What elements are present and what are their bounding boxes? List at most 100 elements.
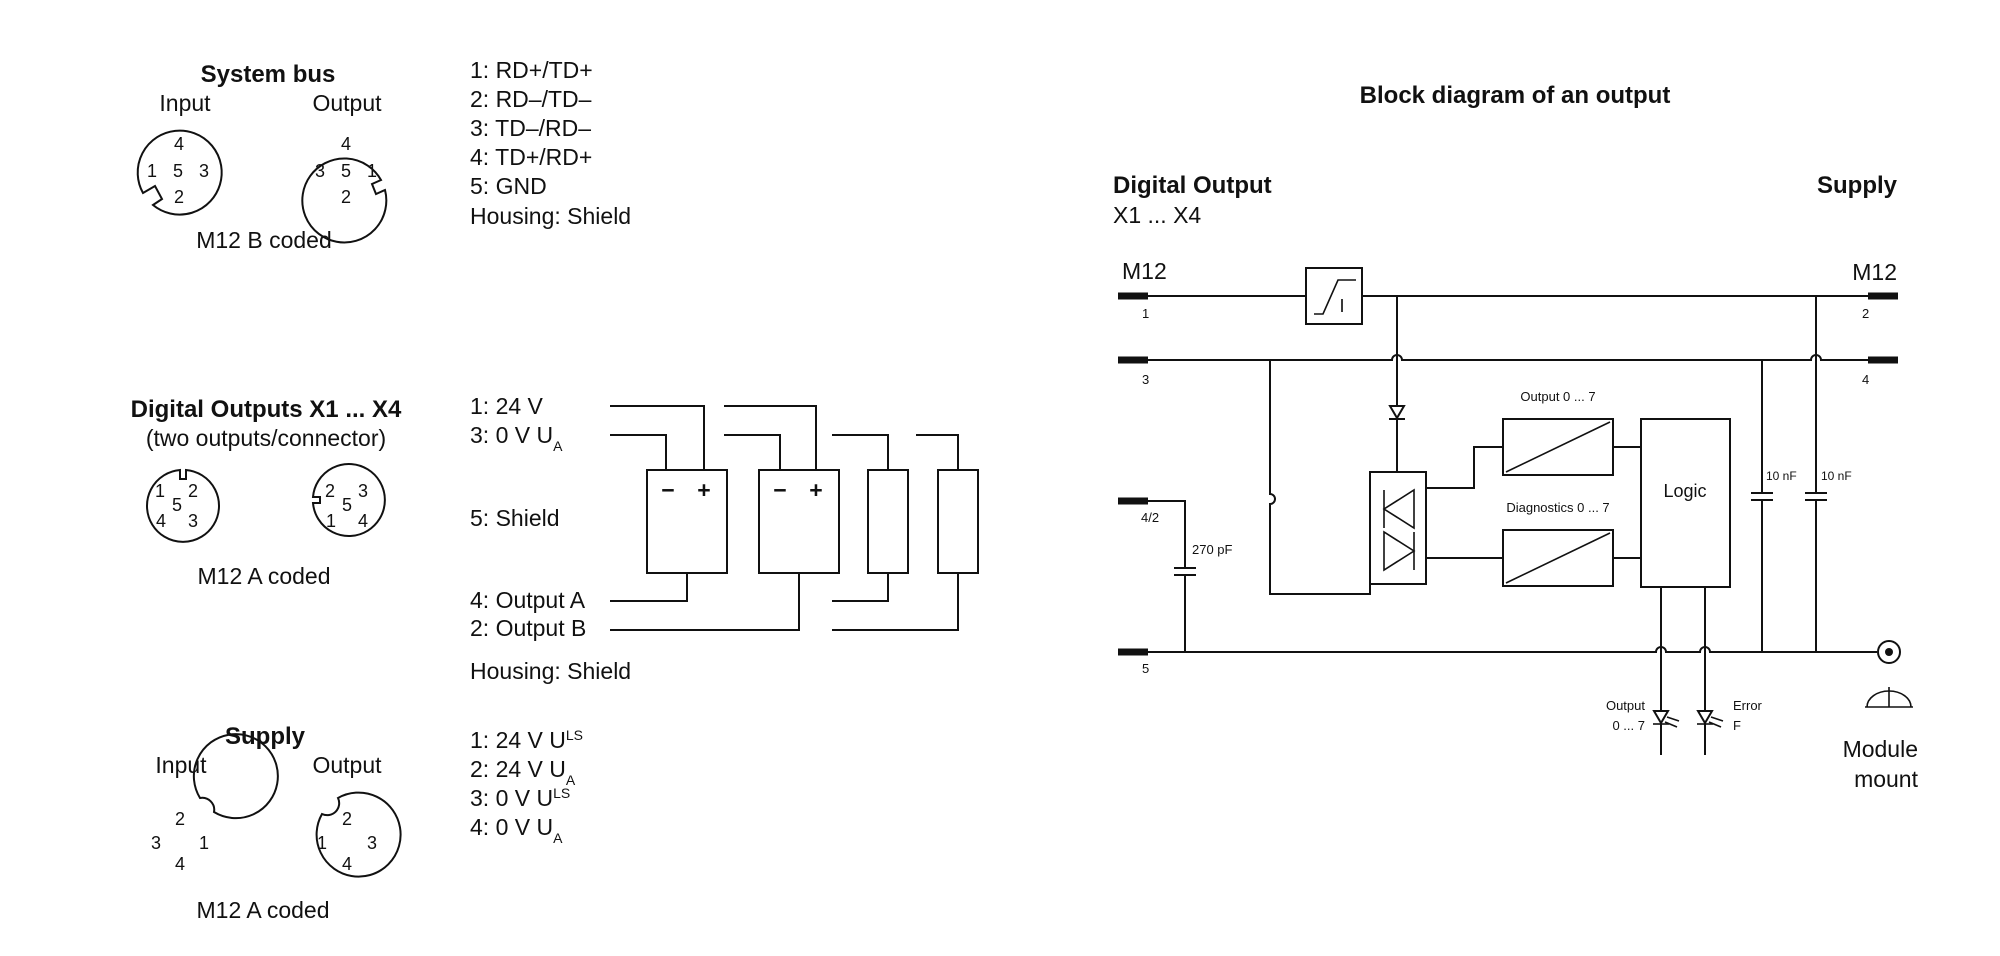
diagnostics-converter-label: Diagnostics 0 ... 7 xyxy=(1506,500,1609,515)
terminal-3-label: 3 xyxy=(1142,372,1149,387)
current-limiter-icon xyxy=(1314,279,1356,315)
cap-270-label: 270 pF xyxy=(1192,542,1233,557)
connector-outline xyxy=(146,468,220,543)
system-bus-input-connector: 4 1 5 3 2 xyxy=(136,129,223,216)
pin-label: 1 xyxy=(199,833,209,853)
current-limiter-symbol: I xyxy=(1339,296,1344,316)
line-3-return xyxy=(1269,360,1371,595)
system-bus-title: System bus xyxy=(201,61,336,88)
diode-icon xyxy=(1388,405,1406,420)
supply-output-label: Output xyxy=(312,752,382,778)
pin-2-label: 2: Output B xyxy=(470,615,586,641)
logic-box xyxy=(1640,418,1731,588)
pinout-line: 4: TD+/RD+ xyxy=(470,144,592,170)
wire-extra-1 xyxy=(832,434,889,470)
led-error-label-2: F xyxy=(1733,718,1741,733)
pin-label: 1 xyxy=(155,481,165,501)
pin-label: 4 xyxy=(341,134,351,154)
digital-outputs-right-connector: 2 3 5 1 4 xyxy=(311,463,386,537)
wire-extra-4 xyxy=(832,573,959,631)
digital-output-title: Digital Output xyxy=(1113,172,1272,199)
current-limiter-box xyxy=(1305,267,1363,325)
pin-label: 5 xyxy=(172,495,182,515)
pin-label: 1 xyxy=(147,161,157,181)
pin-3-label: 3: 0 V UA xyxy=(470,422,563,454)
supply-section: Supply Input Output 2 3 1 4 2 1 3 4 M12 … xyxy=(151,723,583,923)
led-output-label-2: 0 ... 7 xyxy=(1612,718,1645,733)
pin-1-label: 1: 24 V xyxy=(470,393,544,419)
pinout-line: 2: RD–/TD– xyxy=(470,86,592,112)
led-output-label-1: Output xyxy=(1606,698,1645,713)
wire-24v-load-a xyxy=(610,405,705,470)
pinout-line: 4: 0 V UA xyxy=(470,814,563,846)
digital-outputs-title: Digital Outputs X1 ... X4 xyxy=(131,396,402,423)
wire-0v-load-b xyxy=(724,434,781,470)
connector-outline xyxy=(315,791,402,878)
supply-output-connector: 2 1 3 4 xyxy=(315,791,402,878)
logic-label: Logic xyxy=(1663,481,1706,501)
output-converter-label: Output 0 ... 7 xyxy=(1520,389,1595,404)
load-a-minus: − xyxy=(661,477,674,503)
m12-right-label: M12 xyxy=(1852,259,1897,285)
pin-label: 2 xyxy=(325,481,335,501)
wire-output-b xyxy=(610,573,800,631)
system-bus-output-connector: 4 3 5 1 2 xyxy=(301,134,388,244)
system-bus-coding: M12 B coded xyxy=(196,227,332,253)
terminal-5-label: 5 xyxy=(1142,661,1149,676)
supply-coding: M12 A coded xyxy=(197,897,330,923)
pinout-line: 3: 0 V ULS xyxy=(470,785,570,811)
line-terminal-3-to-4 xyxy=(1148,354,1868,361)
pin-label: 2 xyxy=(175,809,185,829)
pin-label: 1 xyxy=(367,161,377,181)
pin-label: 3 xyxy=(188,511,198,531)
m12-left-label: M12 xyxy=(1122,258,1167,284)
earth-ground-icon xyxy=(1865,687,1913,708)
module-mount-terminal-dot xyxy=(1885,648,1893,656)
load-b-box xyxy=(758,469,840,574)
load-wiring: − + − + xyxy=(610,405,979,631)
digital-output-subtitle: X1 ... X4 xyxy=(1113,202,1201,228)
load-a-plus: + xyxy=(697,477,710,503)
pin-4-label: 4: Output A xyxy=(470,587,586,613)
pin-label: 1 xyxy=(326,511,336,531)
pin-label: 5 xyxy=(342,495,352,515)
wire-opto-to-output xyxy=(1426,446,1503,489)
pin-label: 5 xyxy=(173,161,183,181)
supply-input-connector: 2 3 1 4 xyxy=(151,733,279,874)
system-bus-input-label: Input xyxy=(159,90,211,116)
led-output-icon xyxy=(1652,710,1680,728)
module-mount-label-1: Module xyxy=(1843,736,1918,762)
housing-label: Housing: Shield xyxy=(470,658,631,684)
pin-label: 5 xyxy=(341,161,351,181)
pinout-line: Housing: Shield xyxy=(470,203,631,229)
load-b-minus: − xyxy=(773,477,786,503)
led-error-icon xyxy=(1696,710,1724,728)
wire-24v-load-b xyxy=(724,405,817,470)
wire-output-a xyxy=(610,573,688,602)
cap-10a-label: 10 nF xyxy=(1766,469,1797,483)
pin-label: 2 xyxy=(188,481,198,501)
ground-line xyxy=(1148,646,1877,653)
pin-label: 3 xyxy=(151,833,161,853)
block-diagram-title: Block diagram of an output xyxy=(1360,82,1671,109)
diagnostics-converter-diagonal xyxy=(1505,532,1611,584)
pin-label: 4 xyxy=(342,854,352,874)
supply-pinout: 1: 24 V ULS 2: 24 V UA 3: 0 V ULS 4: 0 V… xyxy=(470,727,583,846)
pin-label: 2 xyxy=(341,187,351,207)
pin-5-label: 5: Shield xyxy=(470,505,560,531)
digital-outputs-section: Digital Outputs X1 ... X4 (two outputs/c… xyxy=(131,393,979,684)
pin-label: 4 xyxy=(174,134,184,154)
terminal-1-label: 1 xyxy=(1142,306,1149,321)
module-mount-label-2: mount xyxy=(1854,766,1919,792)
module-mount-terminal xyxy=(1877,640,1901,664)
pin-label: 2 xyxy=(174,187,184,207)
pin-label: 4 xyxy=(156,511,166,531)
opto-triangle-left xyxy=(1382,488,1415,530)
system-bus-output-label: Output xyxy=(312,90,382,116)
connector-outline xyxy=(192,733,279,820)
wire-0v-load-a xyxy=(610,434,667,470)
connector-outline xyxy=(311,463,386,537)
pin-label: 1 xyxy=(317,833,327,853)
pinout-line: 1: 24 V ULS xyxy=(470,727,583,753)
